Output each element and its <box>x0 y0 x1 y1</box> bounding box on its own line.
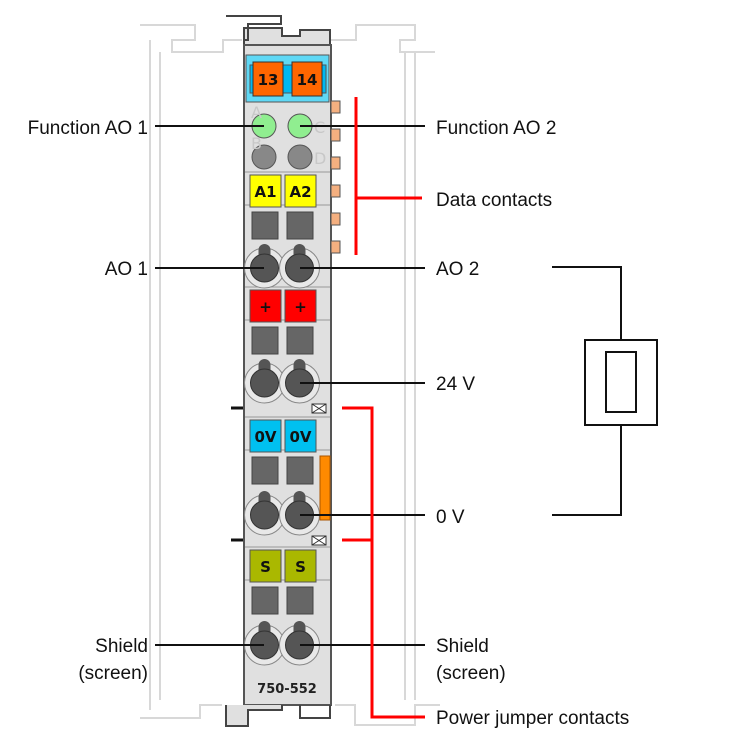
led-b <box>251 144 277 170</box>
label-screen-right: (screen) <box>436 663 506 684</box>
marker-text-plus-left: + <box>259 298 272 316</box>
marker-shield-right <box>284 549 317 583</box>
release-button[interactable] <box>286 211 314 240</box>
marker-text-plus-right: + <box>294 298 307 316</box>
release-button[interactable] <box>251 326 279 355</box>
neighbor-module-outlines <box>140 24 440 726</box>
load-resistor-circuit <box>552 266 658 516</box>
led-letter-b: B <box>251 134 262 153</box>
cage-clamp-terminal[interactable] <box>250 500 279 530</box>
label-0v: 0 V <box>436 507 465 528</box>
release-button[interactable] <box>286 586 314 615</box>
label-shield-left: Shield <box>95 636 148 657</box>
label-function-ao1: Function AO 1 <box>28 118 148 139</box>
led-letter-c: C <box>314 118 325 137</box>
release-button[interactable] <box>251 586 279 615</box>
marker-text-shield-right: S <box>295 558 306 576</box>
marker-0v-left <box>249 419 282 453</box>
marker-text-0v-right: 0V <box>289 428 311 446</box>
marker-a1-a2-right <box>284 174 317 208</box>
marker-plus-right <box>284 289 317 323</box>
led-letter-d: D <box>314 149 326 168</box>
label-24v: 24 V <box>436 374 475 395</box>
release-button[interactable] <box>251 211 279 240</box>
marker-13: 13 <box>258 71 279 89</box>
label-screen-left: (screen) <box>78 663 148 684</box>
data-contacts <box>330 100 341 254</box>
red-brackets <box>342 97 425 719</box>
resistor-icon <box>605 351 637 413</box>
cage-clamp-terminal[interactable] <box>250 368 279 398</box>
io-module: 13 14 A B C D A1 A2 + +0V 0V S S 750-552 <box>225 15 341 727</box>
release-button[interactable] <box>286 456 314 485</box>
label-data-contacts: Data contacts <box>436 190 552 211</box>
label-function-ao2: Function AO 2 <box>436 118 556 139</box>
release-button[interactable] <box>286 326 314 355</box>
power-jumper-contact <box>319 455 331 521</box>
marker-plus-left <box>249 289 282 323</box>
release-button[interactable] <box>251 456 279 485</box>
led-letter-a: A <box>251 103 262 122</box>
marker-text-a1-a2-right: A2 <box>289 183 311 201</box>
marker-shield-left <box>249 549 282 583</box>
part-number: 750-552 <box>257 682 317 697</box>
marker-a1-a2-left <box>249 174 282 208</box>
label-shield-right: Shield <box>436 636 489 657</box>
marker-14: 14 <box>297 71 318 89</box>
marker-0v-right <box>284 419 317 453</box>
marker-text-shield-left: S <box>260 558 271 576</box>
label-ao2: AO 2 <box>436 259 479 280</box>
marker-text-0v-left: 0V <box>254 428 276 446</box>
led-d <box>287 144 313 170</box>
marker-text-a1-a2-left: A1 <box>254 183 276 201</box>
power-jumper-slots <box>311 403 327 546</box>
label-ao1: AO 1 <box>105 259 148 280</box>
leader-lines <box>155 125 425 646</box>
label-power-jumper: Power jumper contacts <box>436 708 629 729</box>
